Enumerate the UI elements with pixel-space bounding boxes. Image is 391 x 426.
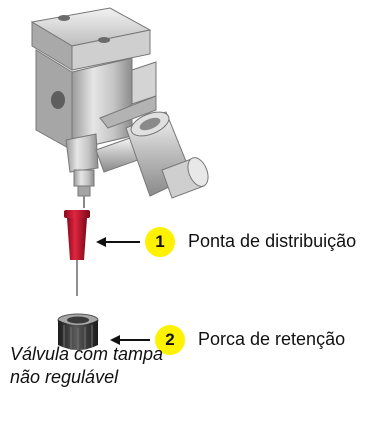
callout-label-dispense-tip: Ponta de distribuição — [188, 231, 357, 251]
figure-caption: Válvula com tampa não regulável — [10, 343, 240, 389]
callout-arrow-2 — [110, 335, 150, 345]
caption-line-1: Válvula com tampa — [10, 344, 164, 364]
callout-number: 2 — [165, 330, 175, 349]
valve-body — [30, 7, 157, 208]
callout-number: 1 — [155, 232, 165, 251]
callout-number-badge: 2 — [155, 325, 185, 355]
retainer-nut-part — [57, 313, 99, 351]
callout-arrow-1 — [96, 237, 140, 247]
callout-number-badge: 1 — [145, 227, 175, 257]
dispense-tip-part — [64, 210, 90, 296]
callout-label-retainer-nut: Porca de retenção — [198, 329, 346, 349]
caption-line-2: não regulável — [10, 367, 119, 387]
air-fitting — [95, 111, 209, 199]
